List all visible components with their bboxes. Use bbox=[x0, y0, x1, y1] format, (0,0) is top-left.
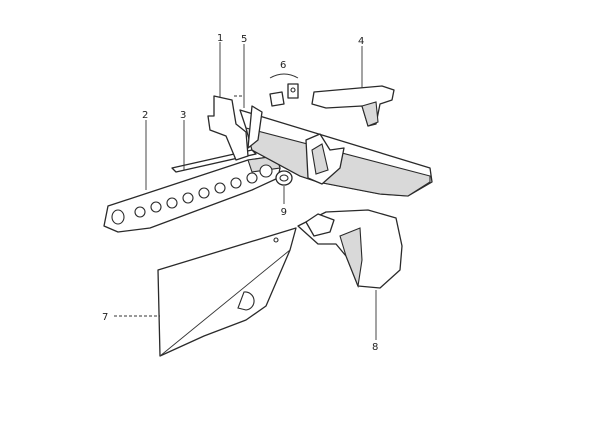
callout-5: 5 bbox=[241, 34, 247, 45]
leader-lines bbox=[114, 42, 377, 340]
main-frame-member bbox=[207, 95, 433, 197]
perforated-plate bbox=[103, 155, 281, 233]
callout-3: 3 bbox=[180, 110, 186, 121]
formed-shield bbox=[297, 209, 403, 289]
callout-9: 6 bbox=[281, 205, 287, 216]
grommet bbox=[275, 170, 293, 186]
callout-4: 4 bbox=[358, 36, 364, 47]
callout-6-clips: 6 bbox=[280, 60, 286, 71]
flat-panel bbox=[157, 227, 297, 357]
callout-labels: 1 2 3 5 6 4 6 7 8 bbox=[102, 33, 378, 353]
callout-8: 8 bbox=[372, 342, 378, 353]
callout-2: 2 bbox=[142, 110, 148, 121]
upper-bracket bbox=[311, 85, 395, 127]
callout-1: 1 bbox=[217, 33, 223, 44]
small-clips bbox=[269, 83, 299, 107]
callout-7: 7 bbox=[102, 312, 108, 323]
